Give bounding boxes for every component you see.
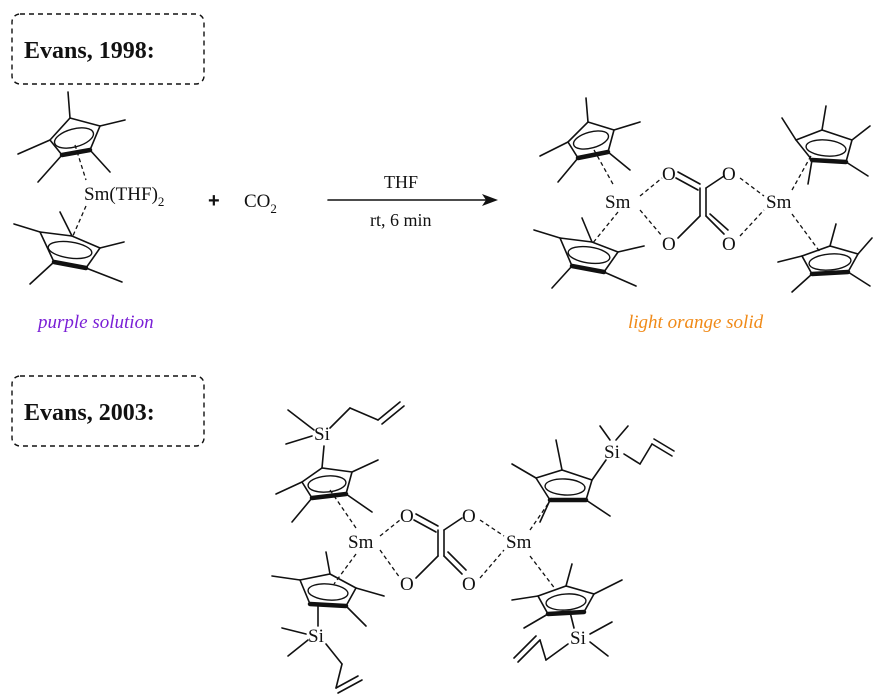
cp-ring-2003-4 (511, 563, 623, 629)
product-dash-4 (791, 213, 821, 253)
cp-ring-2003-2 (271, 551, 385, 627)
oxalate-2003-o-1: O (400, 506, 414, 527)
reaction-arrowhead (482, 194, 498, 206)
cp-star-ring-bottom-left (13, 211, 125, 285)
plus-sign: + (208, 190, 220, 212)
oxalate-o-4: O (722, 234, 736, 255)
co2-label: CO2 (244, 191, 277, 216)
si-label-1: Si (314, 424, 330, 445)
product-oxalate-core: O O O O (639, 164, 765, 255)
allyl-silyl-bottom-left: Si (281, 605, 363, 694)
dash-2003-1 (329, 489, 357, 529)
header-evans-1998: Evans, 1998: (24, 38, 155, 64)
sm-2003-left: Sm (348, 532, 374, 553)
allyl-silyl-top-left: Si (285, 401, 405, 469)
oxalate-2003-o-2: O (462, 506, 476, 527)
header-box-2003 (11, 375, 205, 447)
product-caption: light orange solid (628, 312, 764, 333)
product-cp-ring-2 (533, 217, 645, 289)
si-label-3: Si (604, 442, 620, 463)
dash-2003-4 (529, 555, 557, 591)
sm-cp-dash-1 (74, 144, 87, 181)
oxalate-o-2: O (722, 164, 736, 185)
allyl-silyl-bottom-right: Si (513, 611, 613, 663)
header-box-1998 (11, 13, 205, 85)
product-sm-left: Sm (605, 192, 631, 213)
product-dash-3 (791, 153, 813, 191)
reagent-sm-label: Sm(THF)2 (84, 184, 164, 209)
cp-ring-2003-1 (275, 459, 379, 523)
reactant-caption: purple solution (36, 312, 154, 333)
product-cp-ring-3 (781, 105, 871, 185)
product-sm-right: Sm (766, 192, 792, 213)
condition-solvent: THF (384, 172, 418, 192)
sm-cp-dash-2 (71, 205, 87, 239)
oxalate-core-2003: O O O O (379, 506, 505, 595)
cp-ring-2003-3 (511, 439, 611, 523)
oxalate-2003-o-3: O (400, 574, 414, 595)
dash-2003-2 (333, 553, 357, 585)
allyl-silyl-top-right: Si (591, 425, 675, 481)
cp-star-ring-top-left (17, 91, 126, 183)
product-dash-2 (591, 211, 619, 245)
product-cp-ring-1 (539, 97, 641, 183)
sm-2003-right: Sm (506, 532, 532, 553)
oxalate-o-1: O (662, 164, 676, 185)
oxalate-2003-o-4: O (462, 574, 476, 595)
si-label-4: Si (570, 628, 586, 649)
si-label-2: Si (308, 626, 324, 647)
oxalate-o-3: O (662, 234, 676, 255)
header-evans-2003: Evans, 2003: (24, 400, 155, 426)
condition-time: rt, 6 min (370, 210, 432, 230)
product-cp-ring-4 (777, 223, 873, 293)
